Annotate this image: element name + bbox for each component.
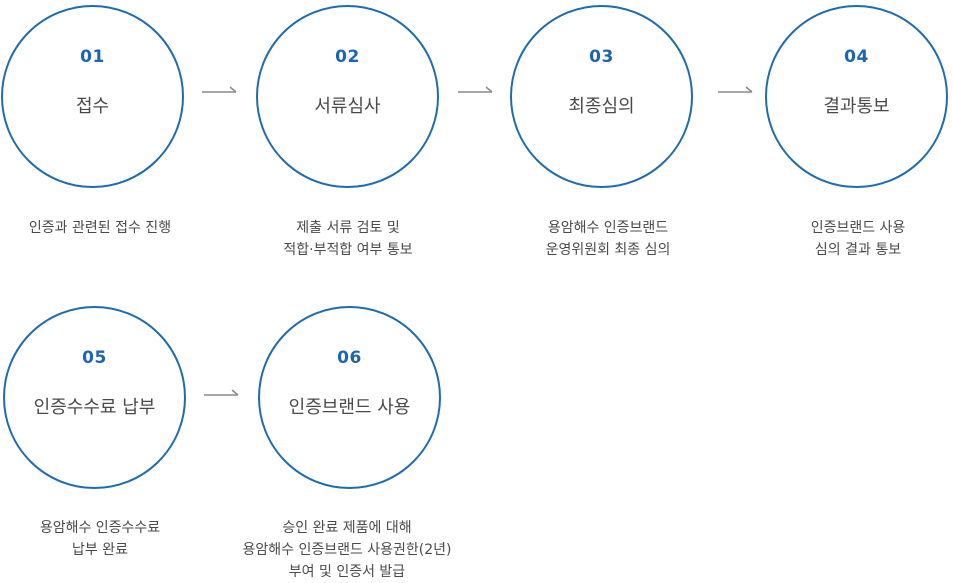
step-description-line: 용암해수 인증브랜드 사용권한(2년) bbox=[242, 542, 452, 558]
step-title: 인증수수료 납부 bbox=[33, 397, 156, 418]
step-title: 최종심의 bbox=[568, 96, 635, 117]
step-description-02: 제출 서류 검토 및 적합·부적합 여부 통보 bbox=[208, 217, 488, 261]
step-description-line: 인증과 관련된 접수 진행 bbox=[28, 220, 172, 236]
step-circle-02: 02 서류심사 bbox=[256, 5, 439, 188]
step-title: 결과통보 bbox=[823, 96, 890, 117]
step-description-line: 부여 및 인증서 발급 bbox=[288, 564, 406, 580]
step-description-line: 운영위원회 최종 심의 bbox=[545, 242, 671, 258]
step-description-line: 적합·부적합 여부 통보 bbox=[283, 242, 413, 258]
step-circle-03: 03 최종심의 bbox=[510, 5, 693, 188]
step-number: 04 bbox=[844, 47, 869, 67]
right-arrow-icon bbox=[718, 86, 753, 93]
step-description-line: 용암해수 인증수수료 bbox=[39, 520, 161, 536]
step-description-03: 용암해수 인증브랜드 운영위원회 최종 심의 bbox=[468, 217, 748, 261]
step-description-line: 심의 결과 통보 bbox=[814, 242, 902, 258]
step-description-line: 납부 완료 bbox=[72, 542, 128, 558]
right-arrow-icon bbox=[204, 389, 239, 396]
step-description-05: 용암해수 인증수수료 납부 완료 bbox=[0, 517, 240, 561]
step-circle-01: 01 접수 bbox=[1, 5, 184, 188]
step-description-01: 인증과 관련된 접수 진행 bbox=[0, 217, 240, 239]
step-title: 접수 bbox=[75, 96, 110, 117]
step-description-line: 승인 완료 제품에 대해 bbox=[282, 520, 412, 536]
step-number: 03 bbox=[589, 47, 614, 67]
step-title: 서류심사 bbox=[314, 96, 381, 117]
step-description-06: 승인 완료 제품에 대해 용암해수 인증브랜드 사용권한(2년) 부여 및 인증… bbox=[207, 517, 487, 583]
right-arrow-icon bbox=[202, 86, 237, 93]
step-circle-05: 05 인증수수료 납부 bbox=[3, 306, 186, 489]
step-circle-06: 06 인증브랜드 사용 bbox=[258, 306, 441, 489]
step-description-line: 인증브랜드 사용 bbox=[810, 220, 906, 236]
step-circle-04: 04 결과통보 bbox=[765, 5, 948, 188]
step-description-line: 용암해수 인증브랜드 bbox=[547, 220, 669, 236]
step-description-line: 제출 서류 검토 및 bbox=[296, 220, 400, 236]
step-description-04: 인증브랜드 사용 심의 결과 통보 bbox=[718, 217, 953, 261]
step-number: 02 bbox=[335, 47, 360, 67]
step-number: 05 bbox=[82, 348, 107, 368]
step-number: 06 bbox=[337, 348, 362, 368]
right-arrow-icon bbox=[458, 86, 493, 93]
step-title: 인증브랜드 사용 bbox=[288, 397, 411, 418]
step-number: 01 bbox=[80, 47, 105, 67]
